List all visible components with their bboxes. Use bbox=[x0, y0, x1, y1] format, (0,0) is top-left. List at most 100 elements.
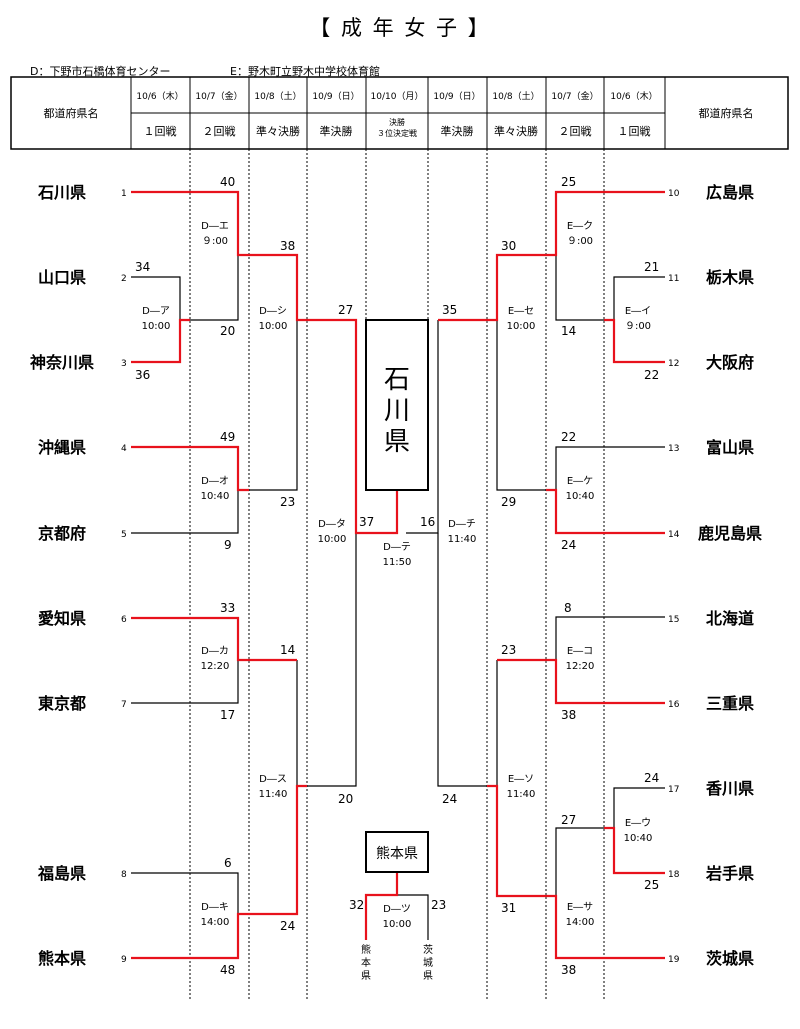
score: 21 bbox=[644, 260, 659, 274]
header-date: 10/8（土） bbox=[254, 90, 301, 102]
score: 20 bbox=[338, 792, 353, 806]
bracket-lines-winner bbox=[131, 190, 665, 960]
score: 33 bbox=[220, 601, 235, 615]
score: 8 bbox=[564, 601, 572, 615]
team-name: 石川県 bbox=[37, 183, 86, 202]
vertical-char: 城 bbox=[423, 957, 433, 969]
match-code: D―テ bbox=[383, 542, 411, 553]
match-code: D―ス bbox=[259, 774, 287, 785]
score: 24 bbox=[561, 538, 576, 552]
team-name: 岩手県 bbox=[705, 864, 754, 883]
left-teams: 石川県 山口県 神奈川県 沖縄県 京都府 愛知県 東京都 福島県 熊本県 1 2… bbox=[30, 183, 127, 968]
venue-e: E：野木町立野木中学校体育館 bbox=[230, 65, 380, 78]
header-date: 10/7（金） bbox=[195, 90, 242, 102]
match-time: 10:00 bbox=[383, 919, 412, 930]
team-name: 熊本県 bbox=[38, 949, 86, 968]
header-date: 10/6（木） bbox=[610, 90, 657, 102]
score: 16 bbox=[420, 515, 435, 529]
page-title: 【 成 年 女 子 】 bbox=[309, 16, 491, 40]
team-name: 茨城県 bbox=[706, 949, 754, 968]
match-time: 10:40 bbox=[201, 491, 230, 502]
score: 24 bbox=[644, 771, 659, 785]
score: 27 bbox=[338, 303, 353, 317]
score: 31 bbox=[501, 901, 516, 915]
score: 48 bbox=[220, 963, 235, 977]
match-code: D―カ bbox=[201, 645, 229, 657]
team-name: 富山県 bbox=[706, 438, 754, 457]
header-round: 準々決勝 bbox=[494, 124, 538, 138]
vertical-char: 茨 bbox=[423, 943, 433, 956]
team-name: 三重県 bbox=[706, 694, 754, 713]
vertical-char: 熊 bbox=[361, 943, 371, 956]
match-time: 10:40 bbox=[566, 491, 595, 502]
header-pref-right: 都道府県名 bbox=[699, 106, 754, 120]
match-code: E―ウ bbox=[625, 817, 651, 829]
score: 27 bbox=[561, 813, 576, 827]
match-time: 10:00 bbox=[507, 321, 536, 332]
champion-char-1: 石 bbox=[384, 365, 410, 395]
score: 29 bbox=[501, 495, 516, 509]
match-labels: D―ア 10:00 D―エ ９:00 D―オ 10:40 D―カ 12:20 D… bbox=[142, 220, 653, 930]
header-date: 10/9（日） bbox=[433, 91, 480, 102]
score: 22 bbox=[561, 430, 576, 444]
team-seed: 5 bbox=[121, 530, 127, 540]
match-time: 12:20 bbox=[201, 661, 230, 672]
team-name: 広島県 bbox=[706, 183, 754, 202]
vertical-char: 県 bbox=[423, 970, 433, 982]
team-seed: 18 bbox=[668, 870, 680, 880]
third-place-label: 熊本県 bbox=[376, 846, 418, 862]
vertical-char: 県 bbox=[361, 970, 371, 982]
team-seed: 12 bbox=[668, 359, 679, 369]
match-time: 14:00 bbox=[566, 917, 595, 928]
match-code: E―コ bbox=[567, 646, 593, 657]
team-name: 北海道 bbox=[706, 609, 754, 628]
score: 38 bbox=[561, 708, 576, 722]
match-time: 10:00 bbox=[259, 321, 288, 332]
header-round: ２回戦 bbox=[203, 125, 236, 138]
team-seed: 6 bbox=[121, 615, 127, 625]
header-date: 10/6（木） bbox=[136, 90, 183, 102]
match-code: D―キ bbox=[201, 902, 229, 913]
score: 32 bbox=[349, 898, 364, 912]
team-seed: 15 bbox=[668, 615, 679, 625]
score: 25 bbox=[644, 878, 659, 892]
header-round: 準々決勝 bbox=[256, 124, 300, 138]
team-seed: 17 bbox=[668, 785, 679, 795]
score: 23 bbox=[280, 495, 295, 509]
match-time: 12:20 bbox=[566, 661, 595, 672]
match-code: E―セ bbox=[508, 305, 534, 317]
match-time: 10:00 bbox=[318, 534, 347, 545]
match-time: 14:00 bbox=[201, 917, 230, 928]
team-seed: 9 bbox=[121, 955, 127, 965]
score: 6 bbox=[224, 856, 232, 870]
header-table bbox=[10, 76, 789, 150]
score: 25 bbox=[561, 175, 576, 189]
score: 49 bbox=[220, 430, 235, 444]
match-time: ９:00 bbox=[567, 236, 593, 247]
champion-box bbox=[365, 319, 429, 491]
score: 17 bbox=[220, 708, 235, 722]
team-seed: 8 bbox=[121, 870, 127, 880]
team-seed: 16 bbox=[668, 700, 680, 710]
match-time: 10:00 bbox=[142, 321, 171, 332]
score: 24 bbox=[442, 792, 457, 806]
score: 38 bbox=[280, 239, 295, 253]
header-date: 10/8（土） bbox=[492, 90, 539, 102]
team-seed: 7 bbox=[121, 700, 127, 710]
team-name: 神奈川県 bbox=[30, 353, 94, 372]
team-name: 福島県 bbox=[37, 864, 86, 883]
team-seed: 2 bbox=[121, 274, 127, 284]
header-round: １回戦 bbox=[618, 125, 651, 138]
header-round: ２回戦 bbox=[559, 125, 592, 138]
match-time: 11:40 bbox=[259, 789, 288, 800]
team-seed: 3 bbox=[121, 359, 127, 369]
venue-d: D：下野市石橋体育センター bbox=[30, 65, 171, 78]
match-code: E―ソ bbox=[508, 774, 534, 785]
team-name: 東京都 bbox=[38, 694, 86, 713]
team-name: 大阪府 bbox=[706, 353, 754, 372]
column-separators bbox=[189, 149, 605, 1000]
score: 30 bbox=[501, 239, 516, 253]
score: 24 bbox=[280, 919, 295, 933]
team-seed: 13 bbox=[668, 444, 679, 454]
